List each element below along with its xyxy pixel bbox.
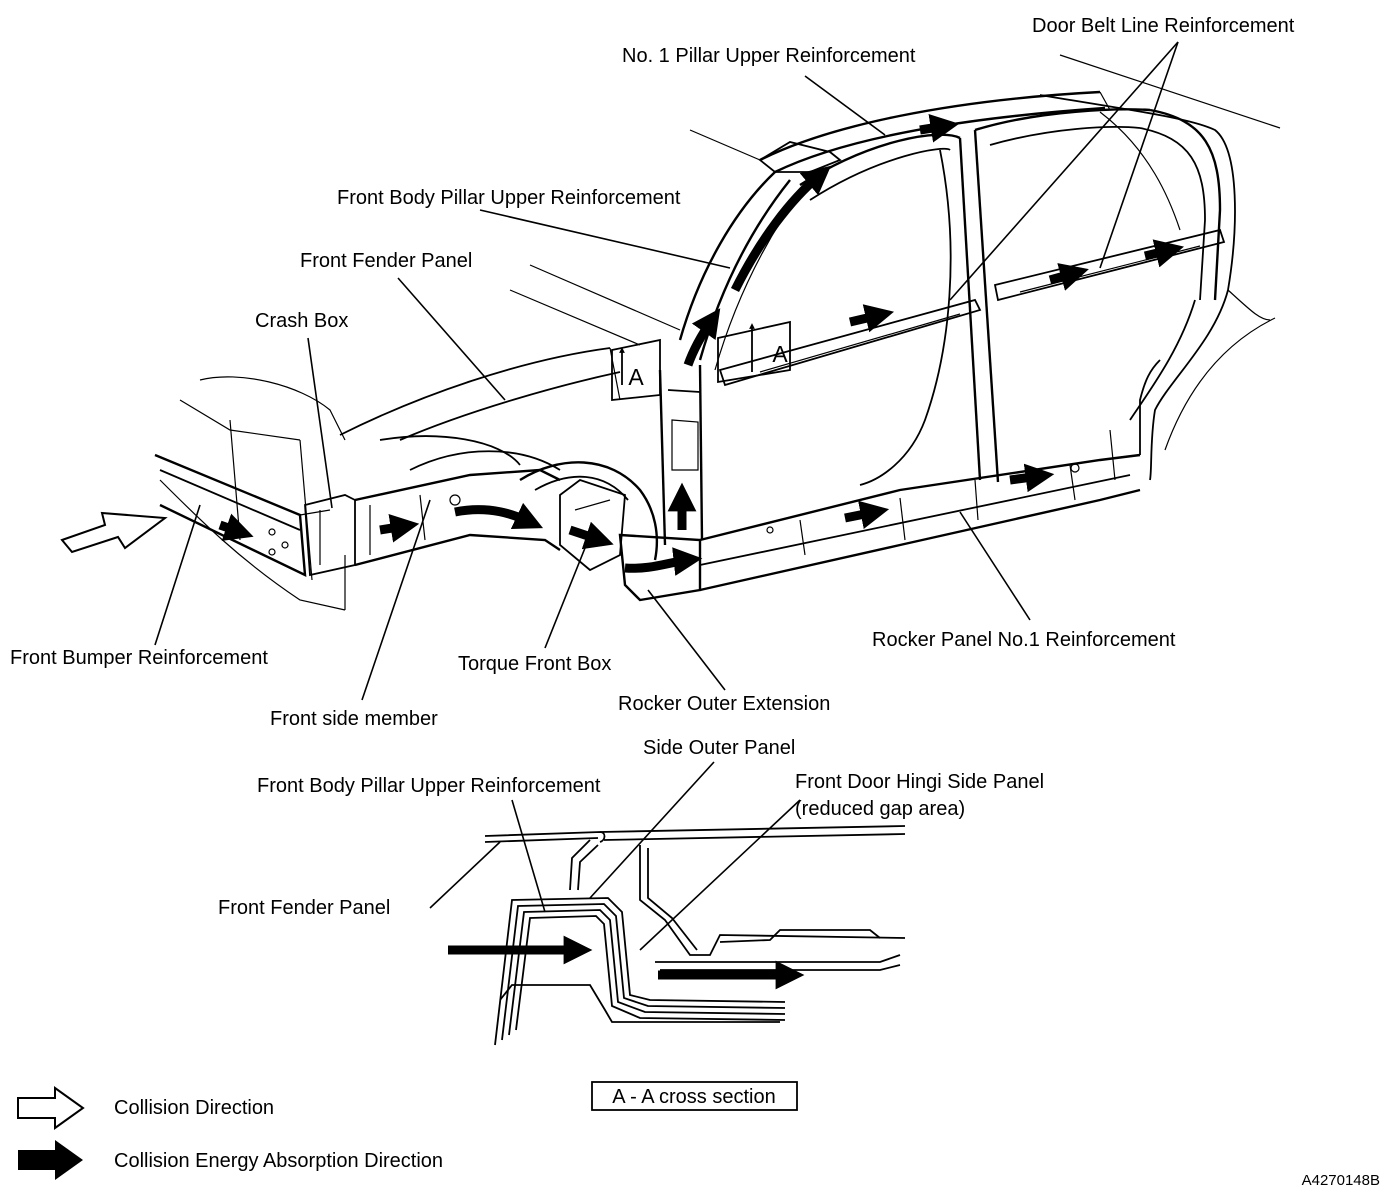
crash-box-shape xyxy=(304,494,356,577)
label-cs-front-fender-panel: Front Fender Panel xyxy=(218,897,390,919)
label-front-body-pillar-upper-reinforcement: Front Body Pillar Upper Reinforcement xyxy=(337,187,681,209)
section-marker-right: A xyxy=(717,320,791,384)
legend-collision-direction-icon xyxy=(17,1086,85,1130)
main-labels: Door Belt Line Reinforcement No. 1 Pilla… xyxy=(10,15,1295,730)
label-front-side-member: Front side member xyxy=(270,708,438,730)
label-no1-pillar-upper-reinforcement: No. 1 Pillar Upper Reinforcement xyxy=(622,45,916,67)
legend-energy-absorption-icon xyxy=(18,1140,83,1180)
cross-section-title: A - A cross section xyxy=(612,1086,775,1108)
legend-energy-absorption-label: Collision Energy Absorption Direction xyxy=(114,1150,443,1172)
section-marker-left: A xyxy=(611,338,661,401)
svg-text:A: A xyxy=(772,341,788,367)
label-cs-front-body-pillar-upper-reinforcement: Front Body Pillar Upper Reinforcement xyxy=(257,775,601,797)
door-belt-line-front xyxy=(718,298,982,387)
label-rocker-outer-extension: Rocker Outer Extension xyxy=(618,693,830,715)
label-torque-front-box: Torque Front Box xyxy=(458,653,611,675)
figure-code: A4270148B xyxy=(1302,1172,1380,1189)
rocker-outer-extension-shape xyxy=(618,533,702,602)
torque-front-box-shape xyxy=(559,478,626,572)
label-door-belt-line-reinforcement: Door Belt Line Reinforcement xyxy=(1032,15,1295,37)
collision-direction-arrow xyxy=(60,511,168,554)
label-reduced-gap-area: (reduced gap area) xyxy=(795,798,965,820)
car-body-drawing: A A xyxy=(154,54,1281,611)
label-side-outer-panel: Side Outer Panel xyxy=(643,737,795,759)
cross-section-labels: Side Outer Panel Front Body Pillar Upper… xyxy=(218,737,1044,1111)
legend-collision-direction-label: Collision Direction xyxy=(114,1097,274,1119)
label-front-door-hinge-side-panel: Front Door Hingi Side Panel xyxy=(795,771,1044,793)
cross-section-title-box: A - A cross section xyxy=(591,1081,798,1111)
legend: Collision Direction Collision Energy Abs… xyxy=(17,1086,443,1180)
rocker-panel-shape xyxy=(699,453,1141,592)
leader-lines xyxy=(154,41,1179,701)
energy-absorption-arrows xyxy=(218,114,1185,576)
label-front-fender-panel: Front Fender Panel xyxy=(300,250,472,272)
label-rocker-panel-no1-reinforcement: Rocker Panel No.1 Reinforcement xyxy=(872,629,1176,651)
cross-section-drawing xyxy=(429,761,906,1046)
svg-text:A: A xyxy=(628,364,644,390)
label-front-bumper-reinforcement: Front Bumper Reinforcement xyxy=(10,647,268,669)
label-crash-box: Crash Box xyxy=(255,310,348,332)
